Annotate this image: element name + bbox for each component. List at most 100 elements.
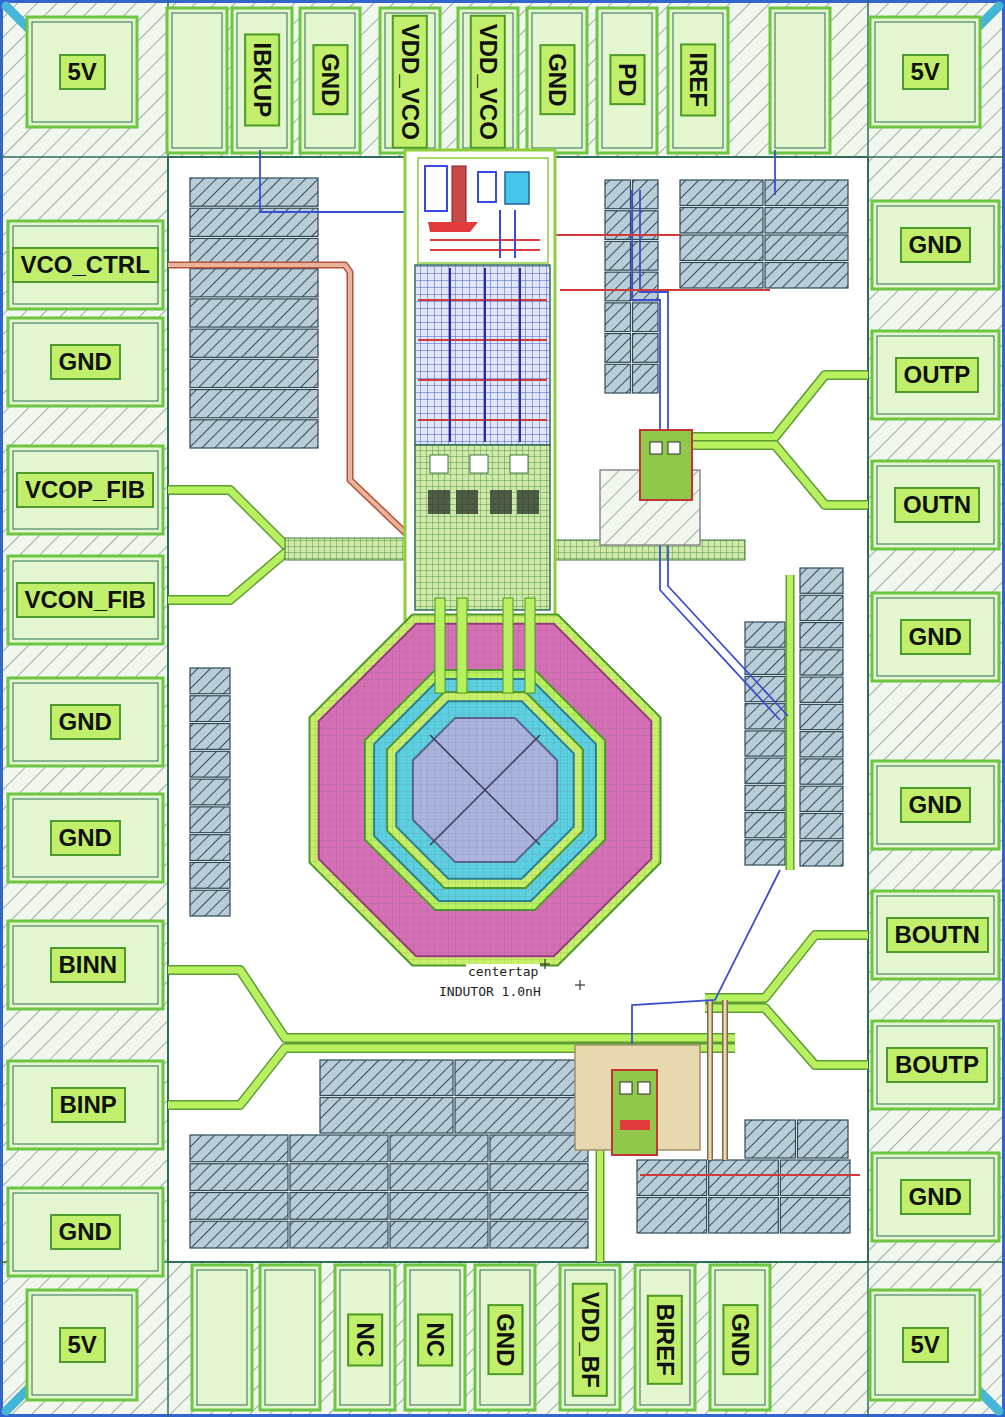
pad-ring (6, 6, 999, 1411)
pad-frame (260, 1265, 320, 1410)
pad-name: BOUTP (895, 1051, 979, 1079)
pad-frame (458, 8, 518, 153)
capacitor-array (490, 1221, 588, 1248)
bond-pad: VDD_VCO (470, 15, 506, 149)
pad-frame (8, 446, 163, 534)
pad-name: GND (491, 1313, 519, 1366)
bond-pad: OUTP (895, 357, 980, 393)
capacitor-array (680, 180, 763, 206)
inductor (435, 598, 445, 693)
pad-frame (27, 1290, 137, 1400)
metal-trace (705, 935, 868, 998)
pad-frame (410, 1270, 460, 1405)
capacitor-array (390, 1164, 488, 1191)
metal-trace (690, 445, 868, 505)
capacitor-array (745, 649, 785, 674)
capacitor-array (190, 299, 318, 327)
pad-name: IBKUP (248, 42, 276, 117)
capacitor-array (190, 420, 318, 448)
capacitor-array (765, 263, 848, 289)
bond-pad: GND (900, 619, 971, 655)
capacitor-array (745, 1120, 796, 1158)
pad-frame (32, 22, 132, 122)
vco-core (428, 222, 478, 232)
pad-frame (13, 1066, 158, 1144)
capacitor-array (190, 1164, 288, 1191)
capacitor-array (637, 1160, 707, 1196)
capacitor-array (680, 263, 763, 289)
pad-name: PD (613, 63, 641, 96)
capacitor-array (190, 807, 230, 833)
bond-pad: OUTN (894, 487, 980, 523)
pad-frame (13, 323, 158, 401)
pad-frame (8, 1188, 163, 1276)
capacitor-array (800, 813, 843, 838)
pad-frame (875, 1295, 975, 1395)
pad-frame (673, 13, 723, 148)
pad-name: VCOP_FIB (25, 476, 145, 504)
vco-core (505, 172, 529, 204)
capacitor-array (190, 779, 230, 805)
bond-pad: BINP (51, 1087, 126, 1123)
pad-frame (8, 318, 163, 406)
pad-name: VDD_BF (576, 1292, 604, 1388)
capacitor-array (605, 303, 631, 332)
pad-name: VDD_VCO (396, 24, 424, 140)
pad-name: BINN (59, 951, 118, 979)
pad-frame (715, 1270, 765, 1405)
pad-frame (872, 461, 999, 549)
bond-pad: 5V (902, 54, 949, 90)
capacitor-array (190, 269, 318, 297)
pad-name: BIREF (651, 1304, 679, 1376)
inductor (457, 598, 467, 693)
pad-frame (172, 13, 222, 148)
bond-pad: NC (417, 1313, 453, 1366)
capacitor-array (455, 1060, 588, 1096)
pad-frame (8, 556, 163, 644)
capacitor-array (190, 751, 230, 777)
buffer-block (575, 430, 700, 1155)
capacitor-array (190, 178, 318, 206)
capacitor-array (745, 785, 785, 810)
vco-core (450, 268, 520, 442)
pad-name: 5V (911, 1331, 940, 1359)
capacitor-array (709, 1198, 779, 1234)
pad-frame (770, 8, 830, 153)
bond-pad: NC (347, 1313, 383, 1366)
pad-name: OUTN (903, 491, 971, 519)
capacitor-array (320, 1060, 453, 1096)
pad-frame (405, 1265, 465, 1410)
pad-frame (13, 1193, 158, 1271)
capacitor-array (390, 1135, 488, 1162)
bond-pad: 5V (902, 1327, 949, 1363)
bond-pad: VDD_VCO (392, 15, 428, 149)
pad-frame (710, 1265, 770, 1410)
capacitor-array (633, 241, 659, 270)
vco-core (470, 455, 488, 473)
pad-frame (197, 1270, 247, 1405)
pad-frame (480, 1270, 530, 1405)
inductor (525, 598, 535, 693)
pad-name: OUTP (904, 361, 971, 389)
pad-frame (532, 13, 582, 148)
capacitor-array (633, 364, 659, 393)
vco-core (500, 210, 515, 258)
capacitor-array (605, 364, 631, 393)
pad-frame (870, 17, 980, 127)
capacitor-array (290, 1135, 388, 1162)
pad-frame (527, 8, 587, 153)
capacitor-array (290, 1221, 388, 1248)
layout-annotation: centertap (466, 964, 540, 980)
bond-pad: GND (50, 704, 121, 740)
inductor (310, 598, 661, 966)
buffer-block (640, 430, 692, 500)
capacitor-array (765, 208, 848, 234)
capacitor-array (798, 1120, 849, 1158)
vco-core (428, 490, 450, 514)
bond-pad: BOUTP (886, 1047, 988, 1083)
vco-core (517, 490, 539, 514)
pad-name: VCO_CTRL (21, 251, 150, 279)
